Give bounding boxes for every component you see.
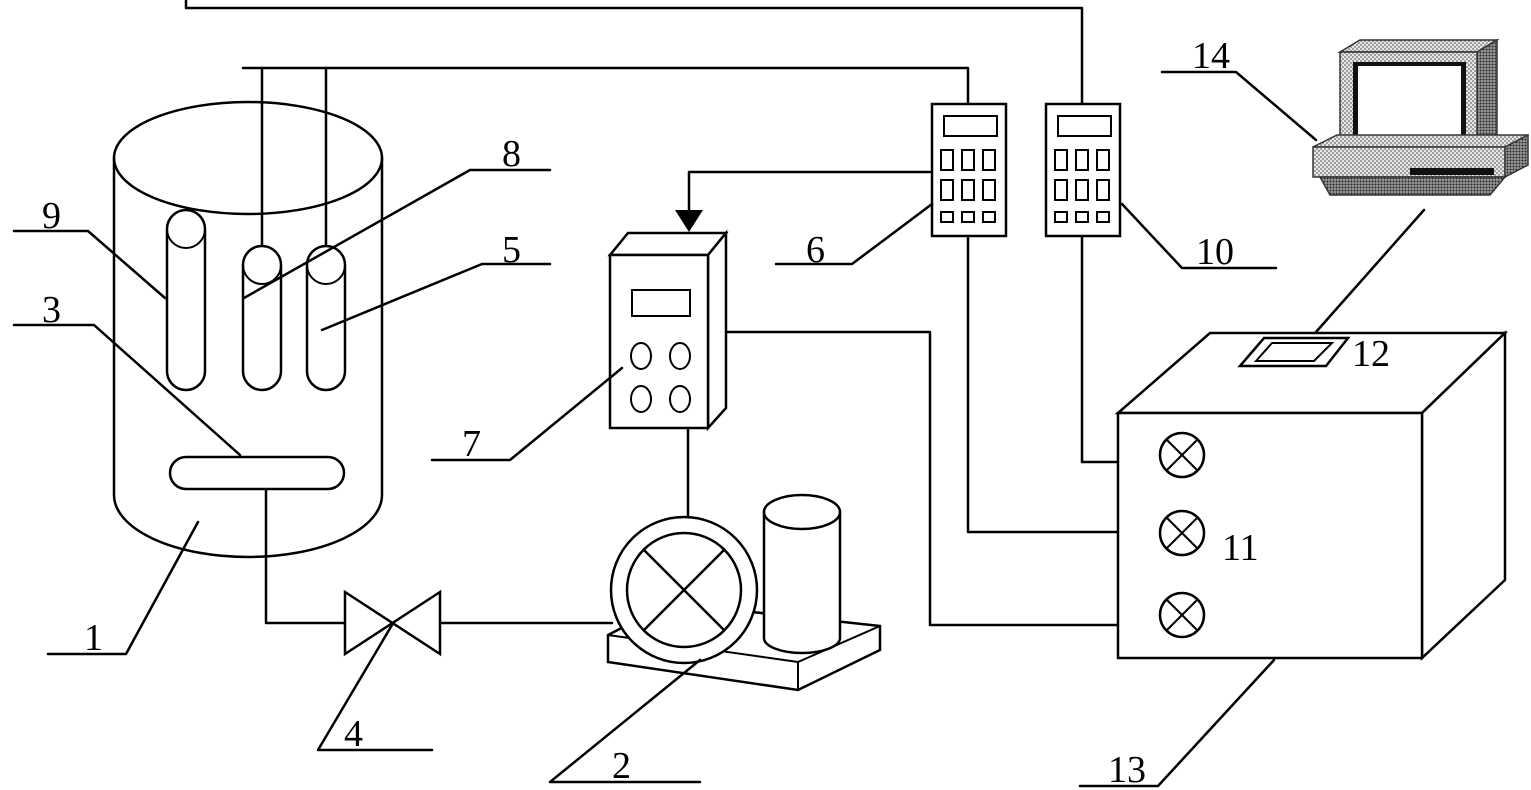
probe-8 [241,244,283,392]
indicator-lamp [1158,431,1206,479]
indicator-lamp [1158,509,1206,557]
label-4: 4 [344,713,363,755]
label-8: 8 [502,133,521,175]
label-14: 14 [1192,35,1230,77]
label-11: 11 [1222,527,1259,569]
label-13: 13 [1108,749,1146,790]
display-12 [1237,336,1351,368]
computer [1312,38,1529,196]
label-6: 6 [806,229,825,271]
label-9: 9 [42,195,61,237]
pump [606,493,882,692]
label-12: 12 [1352,333,1390,375]
label-5: 5 [502,229,521,271]
probe-9 [165,208,207,392]
tank [112,100,384,559]
controller-10 [1044,102,1122,238]
label-1: 1 [84,617,103,659]
probe-5 [305,244,347,392]
label-3: 3 [42,289,61,331]
indicator-lamp [1158,591,1206,639]
controller-6 [930,102,1008,238]
arrow-head [675,210,703,232]
valve [343,589,442,657]
pump-controller [607,229,729,432]
label-2: 2 [612,745,631,787]
label-7: 7 [462,423,481,465]
leader-lines [12,70,1318,788]
stirrer-paddle [168,455,346,491]
part-labels: 1 2 3 4 5 6 7 8 9 10 11 12 13 14 [42,35,1390,790]
recorder-box [1114,330,1509,661]
label-10: 10 [1196,231,1234,273]
